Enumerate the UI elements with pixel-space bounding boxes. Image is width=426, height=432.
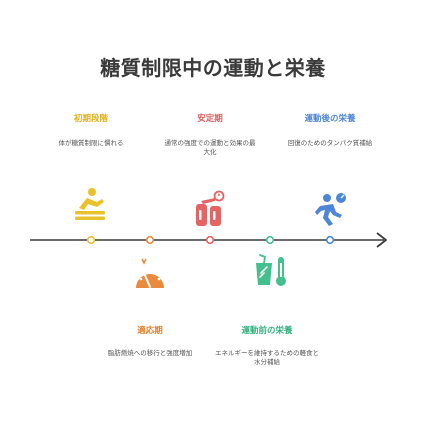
page-title: 糖質制限中の運動と栄養 [100, 56, 326, 80]
stage-adaptation: 適応期 脂肪燃焼への移行と強度増加 [100, 326, 200, 358]
timeline-node-2 [145, 235, 155, 245]
speed-gauge-icon [136, 258, 164, 288]
stage-label: 初期段階 [73, 114, 108, 124]
stage-pre-nutrition: 運動前の栄養 エネルギーを維持するための軽食と水分補給 [212, 326, 322, 367]
stage-stable: 安定期 通常の強度での運動と効果の最大化 [164, 114, 256, 157]
timeline-node-3 [205, 235, 215, 245]
stage-initial: 初期段階 体が糖質制限に慣れる [50, 114, 132, 148]
stage-description: 体が糖質制限に慣れる [58, 139, 124, 147]
timeline-node-4 [265, 235, 275, 245]
stage-post-nutrition: 運動後の栄養 回復のためのタンパク質補給 [282, 114, 378, 148]
stage-description: 脂肪燃焼への移行と強度増加 [107, 349, 193, 357]
stage-label: 適応期 [137, 326, 163, 336]
runner-icon [315, 193, 346, 226]
drink-thermometer-icon [256, 254, 286, 286]
stage-description: 回復のためのタンパク質補給 [287, 139, 373, 147]
stage-label: 安定期 [197, 114, 223, 124]
fire-extinguisher-icon [196, 190, 225, 226]
timeline-arrowhead [376, 232, 387, 248]
timeline-node-5 [325, 235, 335, 245]
timeline-node-1 [86, 235, 96, 245]
person-exercising-icon [75, 188, 105, 220]
stage-description: エネルギーを維持するための軽食と水分補給 [215, 349, 319, 366]
stage-label: 運動後の栄養 [304, 114, 356, 124]
stage-label: 運動前の栄養 [241, 326, 293, 336]
stage-description: 通常の強度での運動と効果の最大化 [164, 139, 256, 156]
